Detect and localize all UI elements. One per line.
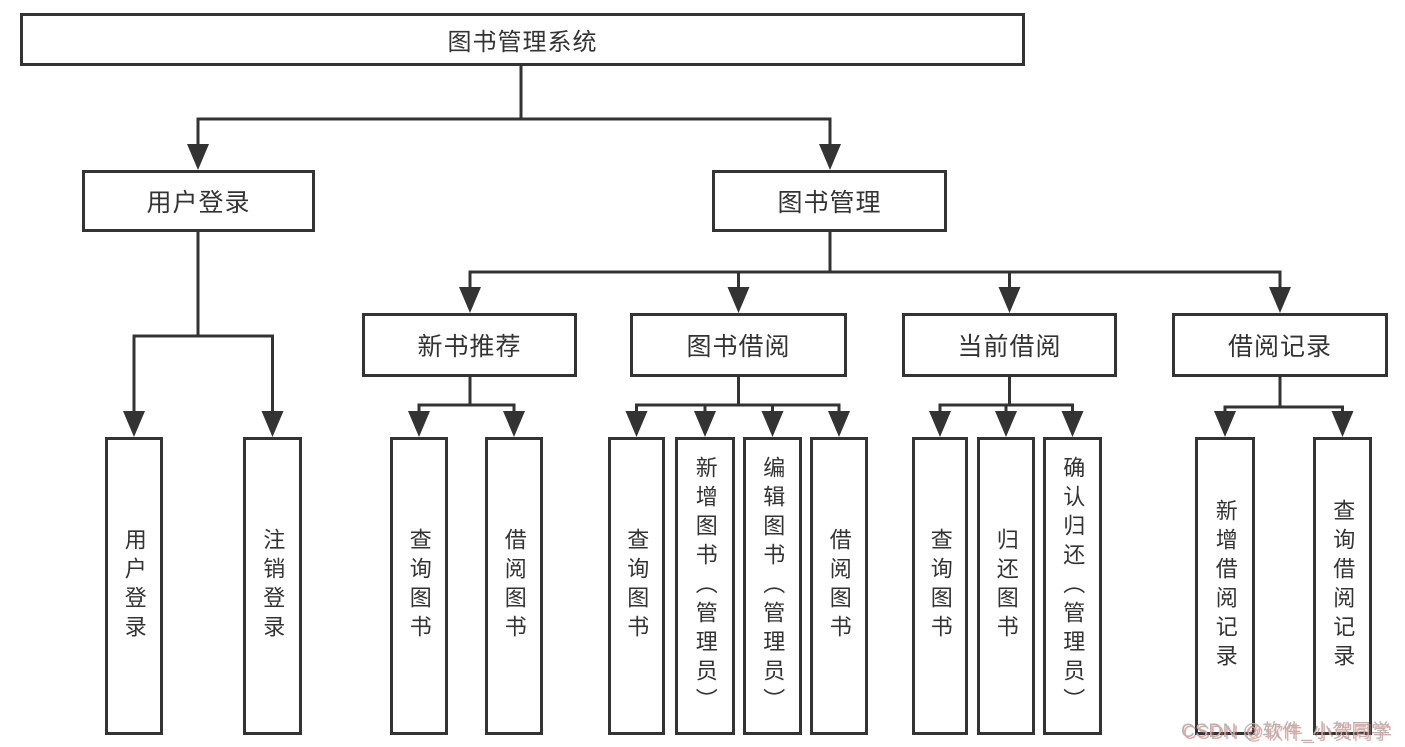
leaf-borrow-borrow-books: 借阅图书	[810, 437, 868, 735]
leaf-borrow-add-books-admin: 新增图书（管理员）	[675, 437, 735, 735]
leaf-records-add-record-label: 新增借阅记录	[1212, 499, 1238, 673]
node-root-system-label: 图书管理系统	[447, 29, 598, 56]
leaf-current-return-books-label: 归还图书	[993, 528, 1019, 644]
leaf-current-query-books: 查询图书	[912, 437, 968, 735]
leaf-borrow-add-books-admin-label: 新增图书（管理员）	[692, 455, 718, 717]
node-new-book-recommend-label: 新书推荐	[417, 333, 522, 361]
leaf-user-login: 用户登录	[105, 437, 163, 735]
leaf-logout-label: 注销登录	[260, 528, 286, 644]
csdn-watermark: CSDN @软件_小贺同学	[1181, 721, 1391, 742]
node-user-login: 用户登录	[82, 170, 315, 232]
leaf-recommend-query-books-label: 查询图书	[406, 528, 432, 644]
node-book-borrow: 图书借阅	[630, 313, 847, 377]
node-new-book-recommend: 新书推荐	[362, 313, 577, 377]
node-user-login-label: 用户登录	[146, 189, 251, 217]
leaf-current-confirm-return-admin-label: 确认归还（管理员）	[1060, 455, 1086, 717]
leaf-borrow-edit-books-admin-label: 编辑图书（管理员）	[760, 455, 786, 717]
node-book-management: 图书管理	[712, 170, 947, 232]
leaf-current-query-books-label: 查询图书	[927, 528, 953, 644]
leaf-current-confirm-return-admin: 确认归还（管理员）	[1043, 437, 1102, 735]
leaf-borrow-query-books: 查询图书	[608, 437, 665, 735]
node-current-borrow-label: 当前借阅	[957, 333, 1062, 361]
leaf-user-login-label: 用户登录	[121, 528, 147, 644]
leaf-recommend-borrow-books: 借阅图书	[485, 437, 543, 735]
leaf-borrow-borrow-books-label: 借阅图书	[826, 528, 852, 644]
node-borrow-records: 借阅记录	[1172, 313, 1388, 377]
node-root-system: 图书管理系统	[20, 13, 1025, 66]
node-borrow-records-label: 借阅记录	[1227, 333, 1332, 361]
leaf-current-return-books: 归还图书	[977, 437, 1035, 735]
leaf-recommend-query-books: 查询图书	[390, 437, 448, 735]
node-book-management-label: 图书管理	[777, 189, 882, 217]
leaf-records-query-record-label: 查询借阅记录	[1330, 499, 1356, 673]
leaf-records-add-record: 新增借阅记录	[1195, 437, 1255, 735]
node-current-borrow: 当前借阅	[902, 313, 1117, 377]
leaf-records-query-record: 查询借阅记录	[1313, 437, 1372, 735]
leaf-borrow-query-books-label: 查询图书	[624, 528, 650, 644]
leaf-recommend-borrow-books-label: 借阅图书	[501, 528, 527, 644]
leaf-logout: 注销登录	[243, 437, 302, 735]
leaf-borrow-edit-books-admin: 编辑图书（管理员）	[743, 437, 802, 735]
node-book-borrow-label: 图书借阅	[686, 333, 791, 361]
